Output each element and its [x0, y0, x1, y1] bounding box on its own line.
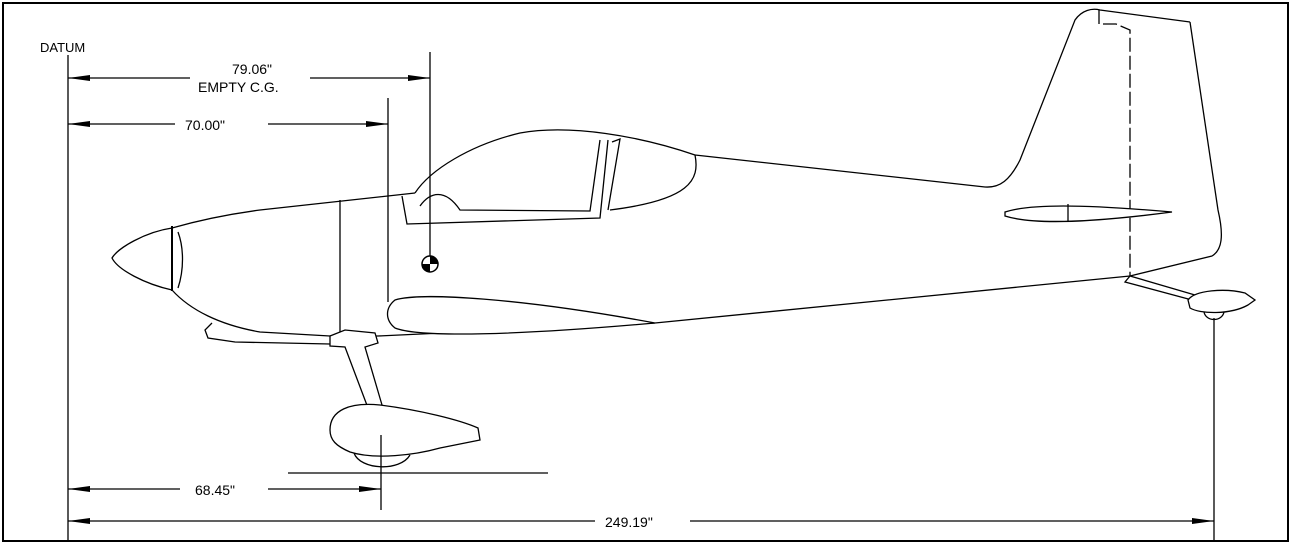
empty-cg-label: EMPTY C.G.	[198, 79, 279, 95]
canopy-outline	[414, 129, 696, 194]
dimension-empty-cg-value: 79.06"	[232, 61, 272, 77]
fuselage-top	[171, 192, 416, 229]
dimension-main-gear: 68.45"	[68, 482, 381, 498]
datum-label: DATUM	[40, 40, 85, 55]
dimension-firewall: 70.00"	[68, 98, 389, 302]
main-wheel-pant	[329, 403, 481, 457]
dimension-firewall-value: 70.00"	[185, 117, 225, 133]
main-gear-leg	[329, 329, 383, 409]
spinner	[111, 227, 173, 291]
aircraft-outline	[111, 8, 1257, 510]
dimension-empty-cg: 79.06" EMPTY C.G.	[68, 52, 431, 268]
fuselage-bottom	[171, 275, 1131, 337]
dimension-main-gear-value: 68.45"	[195, 482, 235, 498]
empty-cg-symbol	[421, 255, 439, 273]
rudder	[1129, 21, 1223, 277]
dimension-tail-wheel: 249.19"	[68, 318, 1215, 541]
turtledeck	[694, 8, 1191, 188]
tail-gear-spring	[1123, 275, 1196, 301]
wing-root-fairing	[386, 296, 656, 335]
horizontal-stabilizer	[1004, 205, 1173, 223]
rudder-hinge	[1098, 10, 1131, 276]
dimension-tail-wheel-value: 249.19"	[605, 514, 653, 530]
tail-wheel-pant	[1187, 289, 1257, 314]
